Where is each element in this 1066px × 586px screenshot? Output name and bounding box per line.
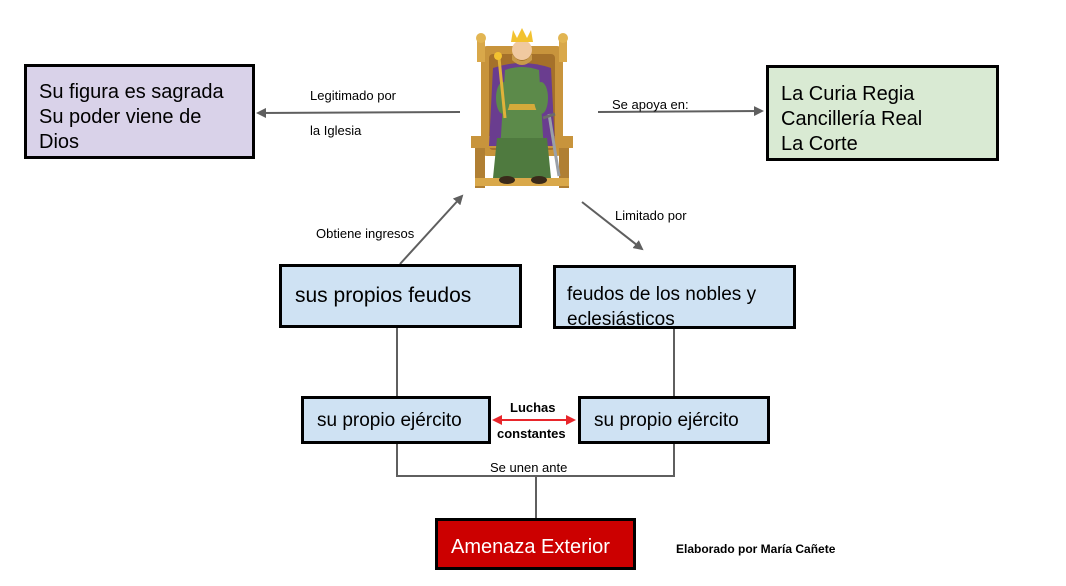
box-figura-sagrada-line-1: Su figura es sagrada xyxy=(39,81,224,103)
box-ejercito-izq-label: su propio ejército xyxy=(317,410,462,431)
label-obtiene-ingresos: Obtiene ingresos xyxy=(316,226,415,241)
arrow-legitimado xyxy=(256,107,461,118)
box-ejercito-der: su propio ejército xyxy=(578,396,770,444)
label-limitado-por: Limitado por xyxy=(615,208,687,223)
box-figura-sagrada-line-2: Su poder viene de xyxy=(39,106,202,128)
label-legitimado: Legitimado por xyxy=(310,88,396,103)
box-propios-feudos-label: sus propios feudos xyxy=(295,284,472,307)
box-curia: La Curia Regia Cancillería Real La Corte xyxy=(766,65,999,161)
label-luchas: Luchas xyxy=(510,400,556,415)
label-se-apoya: Se apoya en: xyxy=(612,97,689,112)
box-amenaza-exterior-label: Amenaza Exterior xyxy=(451,536,610,558)
box-feudos-nobles-line-1: feudos de los nobles y xyxy=(567,284,757,305)
label-la-iglesia: la Iglesia xyxy=(310,123,362,138)
arrow-apoya xyxy=(597,106,764,117)
box-propios-feudos: sus propios feudos xyxy=(279,264,522,328)
arrow-limitado xyxy=(581,201,644,251)
box-figura-sagrada: Su figura es sagrada Su poder viene de D… xyxy=(24,64,255,159)
box-curia-line-3: La Corte xyxy=(781,133,858,155)
box-ejercito-der-label: su propio ejército xyxy=(594,410,739,431)
arrow-obtiene xyxy=(399,194,464,265)
king-on-throne-icon xyxy=(463,18,581,190)
box-ejercito-izq: su propio ejército xyxy=(301,396,491,444)
credit-text: Elaborado por María Cañete xyxy=(676,542,836,556)
label-constantes: constantes xyxy=(497,426,566,441)
box-figura-sagrada-line-3: Dios xyxy=(39,131,80,153)
label-se-unen: Se unen ante xyxy=(490,460,568,475)
box-curia-line-1: La Curia Regia xyxy=(781,83,915,105)
box-amenaza-exterior: Amenaza Exterior xyxy=(435,518,636,570)
box-feudos-nobles-line-2: eclesiásticos xyxy=(567,309,675,329)
box-curia-line-2: Cancillería Real xyxy=(781,108,923,130)
box-feudos-nobles: feudos de los nobles y eclesiásticos xyxy=(553,265,796,329)
